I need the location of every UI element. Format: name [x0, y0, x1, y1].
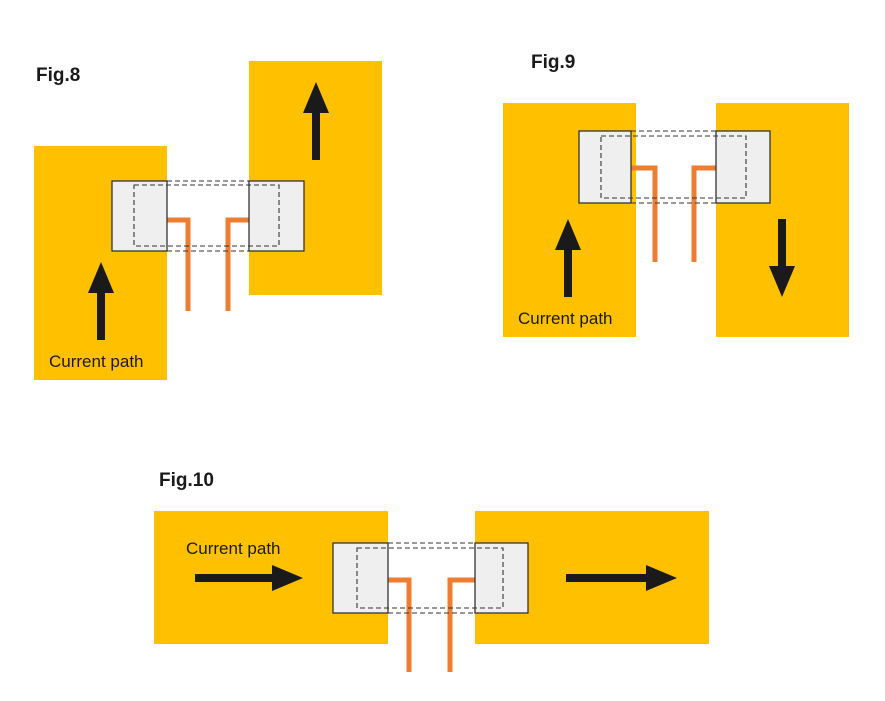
figure-8-arrow-up-left — [88, 262, 114, 340]
figure-9-right-lead — [691, 165, 716, 262]
figure-8-title: Fig.8 — [36, 65, 80, 86]
figure-9-right-terminal — [715, 130, 771, 204]
figure-8-component-inner-outline — [133, 184, 280, 247]
figure-9-left-lead — [631, 165, 658, 262]
figure-9-current-path-label: Current path — [518, 309, 613, 328]
figure-10-right-lead — [447, 577, 475, 672]
figure-8-arrow-up-right — [303, 82, 329, 160]
figure-10-title: Fig.10 — [159, 470, 214, 491]
figure-9-title: Fig.9 — [531, 52, 575, 73]
figure-8-current-path-label: Current path — [49, 352, 144, 371]
figure-9-component-inner-outline — [600, 135, 747, 199]
figure-10-left-terminal — [332, 542, 389, 614]
figure-10-component-inner-outline — [356, 547, 504, 609]
figure-10-left-lead — [388, 577, 412, 672]
figure-10-right-terminal — [474, 542, 529, 614]
figure-8: Fig.8 Current path — [34, 61, 382, 380]
figure-8-right-lead — [225, 217, 249, 311]
figure-9-arrow-down-right — [769, 219, 795, 297]
figure-10-arrow-right-left — [195, 565, 303, 591]
figure-8-left-terminal — [111, 180, 168, 252]
figure-9-arrow-up-left — [555, 219, 581, 297]
figure-10-arrow-right-right — [566, 565, 677, 591]
figure-8-right-terminal — [248, 180, 305, 252]
figure-10: Fig.10 Current path — [154, 470, 709, 672]
figure-9: Fig.9 Current path — [503, 52, 849, 337]
figure-9-left-terminal — [578, 130, 632, 204]
figure-8-left-lead — [167, 217, 191, 311]
figure-10-current-path-label: Current path — [186, 539, 281, 558]
